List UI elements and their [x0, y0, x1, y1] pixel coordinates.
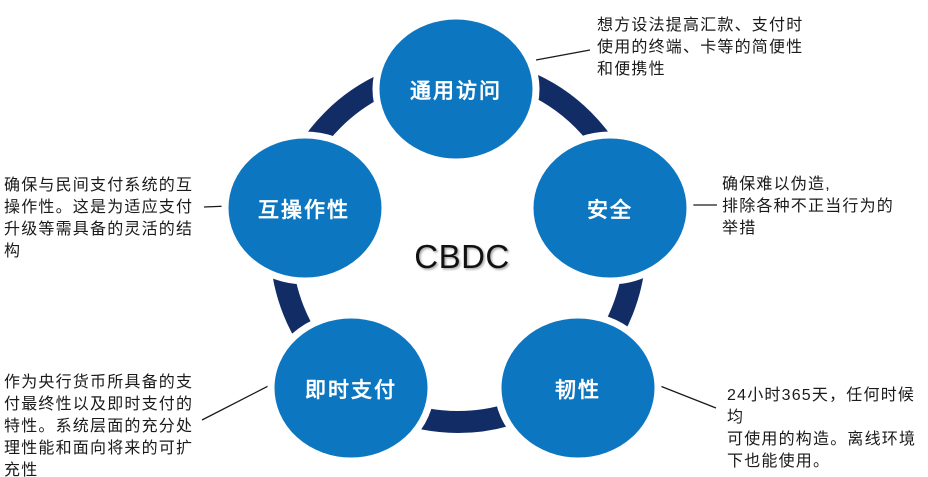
annotation-universal-access: 想方设法提高汇款、支付时 使用的终端、卡等的简便性 和便携性 — [597, 17, 804, 78]
leader-line-bottom-left — [201, 380, 279, 421]
center-label-cbdc: CBDC — [414, 238, 510, 275]
node-label-security: 安全 — [587, 199, 633, 222]
node-label-interoperability: 互操作性 — [258, 199, 350, 222]
node-label-universal-access: 通用访问 — [410, 80, 502, 103]
node-circle-security — [526, 131, 694, 285]
node-circle-universal-access — [372, 12, 540, 166]
node-circle-interoperability — [221, 131, 389, 285]
annotation-resilience: 24小时365天，任何时候均 可使用的构造。离线环境 下也能使用。 — [727, 387, 917, 470]
node-circle-instant-payment — [267, 311, 435, 465]
annotation-interoperability: 确保与民间支付系统的互 操作性。这是为适应支付 升级等需具备的灵活的结 构 — [4, 177, 194, 260]
leader-line-top — [535, 49, 591, 61]
node-circle-resilience — [494, 311, 662, 465]
annotation-instant-payment: 作为央行货币所具备的支 付最终性以及即时支付的 特性。系统层面的充分处 理性能和… — [4, 374, 194, 477]
annotation-security: 确保难以伪造, 排除各种不正当行为的 举措 — [722, 176, 895, 237]
node-label-instant-payment: 即时支付 — [305, 379, 397, 402]
node-label-resilience: 韧性 — [555, 379, 601, 402]
